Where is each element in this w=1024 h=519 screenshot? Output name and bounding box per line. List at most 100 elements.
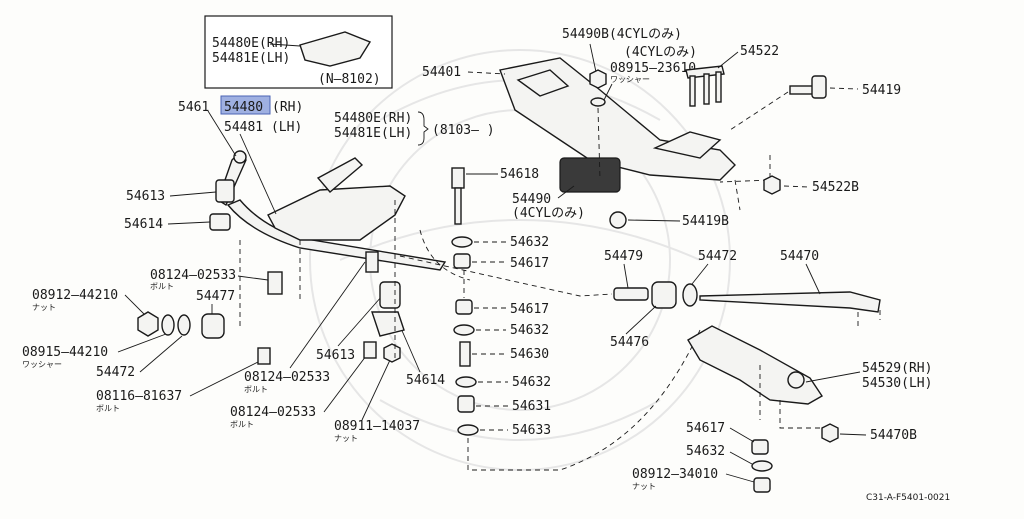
stabilizer-bushing-54613-mid[interactable] [379, 281, 401, 309]
label-54632-a[interactable]: 54632 [510, 235, 549, 250]
label-54490b[interactable]: 54490B(4CYLのみ) [562, 27, 682, 42]
label-54481-lh[interactable]: 54481 (LH) [224, 120, 302, 135]
bolt-54419[interactable] [789, 75, 827, 99]
label-08116-81637[interactable]: 08116–81637 [96, 389, 182, 404]
label-54480e-rh[interactable]: 54480E(RH) [334, 111, 412, 126]
label-washer-b: ワッシャー [610, 75, 650, 84]
label-08124-02533-b[interactable]: 08124–02533 [244, 370, 330, 385]
label-54480e-rh-box[interactable]: 54480E(RH) [212, 36, 290, 51]
label-08124-02533-c[interactable]: 08124–02533 [230, 405, 316, 420]
collar-54479-part[interactable] [613, 287, 649, 301]
label-54472-right[interactable]: 54472 [698, 249, 737, 264]
nut-54522b-part[interactable] [763, 175, 781, 195]
washer-08915-23610-part[interactable] [590, 97, 606, 107]
label-54632-b[interactable]: 54632 [510, 323, 549, 338]
collar-54630-part[interactable] [459, 341, 471, 367]
label-54490[interactable]: 54490 [512, 192, 551, 207]
stud-bracket-54522[interactable] [685, 65, 725, 107]
nut-08912-34010-part[interactable] [753, 477, 771, 493]
label-54481e-lh-box[interactable]: 54481E(LH) [212, 51, 290, 66]
bolt-08124-part-c[interactable] [363, 341, 377, 359]
nut-54470b-part[interactable] [821, 423, 839, 443]
label-54617-b[interactable]: 54617 [510, 302, 549, 317]
label-54611[interactable]: 5461 [178, 100, 209, 115]
label-54530-lh[interactable]: 54530(LH) [862, 376, 932, 391]
bolt-08124-part-b[interactable] [365, 251, 379, 273]
label-54617-c[interactable]: 54617 [686, 421, 725, 436]
label-54614-mid[interactable]: 54614 [406, 373, 445, 388]
label-54470b[interactable]: 54470B [870, 428, 917, 443]
washer-54632-c-part[interactable] [455, 376, 477, 388]
bolt-08124-part-a[interactable] [267, 271, 283, 295]
stabilizer-bushing-54613-top[interactable] [215, 179, 235, 203]
label-54470[interactable]: 54470 [780, 249, 819, 264]
label-54529-rh[interactable]: 54529(RH) [862, 361, 932, 376]
link-ball-joint[interactable] [233, 150, 247, 164]
nut-54490b-part[interactable] [589, 69, 607, 89]
bushing-54617-b-part[interactable] [455, 299, 473, 315]
label-54522[interactable]: 54522 [740, 44, 779, 59]
bushing-54617-c-part[interactable] [751, 439, 769, 455]
figure-code: C31-A-F5401-0021 [866, 493, 950, 503]
label-54613-mid[interactable]: 54613 [316, 348, 355, 363]
washer-54633-part[interactable] [457, 424, 479, 436]
label-08124-02533-a[interactable]: 08124–02533 [150, 268, 236, 283]
label-54401[interactable]: 54401 [422, 65, 461, 80]
inset-leader [269, 43, 301, 47]
bushing-54476-part[interactable] [651, 281, 677, 309]
label-54632-d[interactable]: 54632 [686, 444, 725, 459]
label-08915-44210[interactable]: 08915–44210 [22, 345, 108, 360]
label-08911-14037[interactable]: 08911–14037 [334, 419, 420, 434]
bushing-54477-part[interactable] [201, 313, 225, 339]
label-54480[interactable]: 54480 [224, 100, 263, 115]
leader-08915-23610 [603, 83, 613, 101]
washer-54632-a-part[interactable] [451, 236, 473, 248]
nut-08911-14037-part[interactable] [383, 343, 401, 363]
label-54613-top[interactable]: 54613 [126, 189, 165, 204]
crossmember-mount-pad[interactable] [652, 131, 722, 159]
label-54630[interactable]: 54630 [510, 347, 549, 362]
bushing-54617-a-part[interactable] [453, 253, 471, 269]
label-54522b[interactable]: 54522B [812, 180, 859, 195]
label-54632-c[interactable]: 54632 [512, 375, 551, 390]
stabilizer-bar-part[interactable] [226, 199, 447, 271]
insulator-54490-part[interactable] [559, 157, 621, 193]
label-54481e-lh[interactable]: 54481E(LH) [334, 126, 412, 141]
label-54614-top[interactable]: 54614 [124, 217, 163, 232]
bolt-08116-part[interactable] [257, 347, 271, 365]
inset-bracket-part[interactable] [299, 31, 372, 67]
label-54472-left[interactable]: 54472 [96, 365, 135, 380]
label-08912-44210[interactable]: 08912–44210 [32, 288, 118, 303]
bracket-54480e-part[interactable] [316, 157, 364, 193]
crossmember-left-pad[interactable] [516, 69, 570, 97]
label-54419b[interactable]: 54419B [682, 214, 729, 229]
dashed-guide-54419 [729, 91, 789, 131]
bolt-54618[interactable] [451, 167, 465, 225]
washer-54472-right-part[interactable] [682, 283, 698, 307]
nut-54419b-part[interactable] [609, 211, 627, 229]
washer-54632-d-part[interactable] [751, 460, 773, 472]
stabilizer-bracket-54614-top[interactable] [209, 213, 231, 231]
washer-54632-b-part[interactable] [453, 324, 475, 336]
ball-joint-54529-part[interactable] [787, 371, 805, 389]
highlight-box-54480 [220, 95, 271, 115]
label-08912-34010[interactable]: 08912–34010 [632, 467, 718, 482]
label-54479[interactable]: 54479 [604, 249, 643, 264]
bushing-54631-part[interactable] [457, 395, 475, 413]
strut-rod-54470-part[interactable] [699, 291, 881, 313]
label-54477[interactable]: 54477 [196, 289, 235, 304]
label-54617-a[interactable]: 54617 [510, 256, 549, 271]
label-08915-23610[interactable]: 08915–23610 [610, 61, 696, 76]
lower-control-arm-part[interactable] [687, 325, 823, 405]
label-54618[interactable]: 54618 [500, 167, 539, 182]
label-54631[interactable]: 54631 [512, 399, 551, 414]
leader-08912-44210 [124, 294, 147, 317]
washer-08915-44210-part[interactable] [161, 314, 175, 336]
washer-54472-left-part[interactable] [177, 314, 191, 336]
lower-arm-bracket-part[interactable] [267, 185, 406, 241]
label-54419[interactable]: 54419 [862, 83, 901, 98]
label-54633[interactable]: 54633 [512, 423, 551, 438]
nut-08912-44210-part[interactable] [137, 311, 159, 337]
label-54476[interactable]: 54476 [610, 335, 649, 350]
stabilizer-bracket-54614-mid[interactable] [371, 311, 405, 337]
